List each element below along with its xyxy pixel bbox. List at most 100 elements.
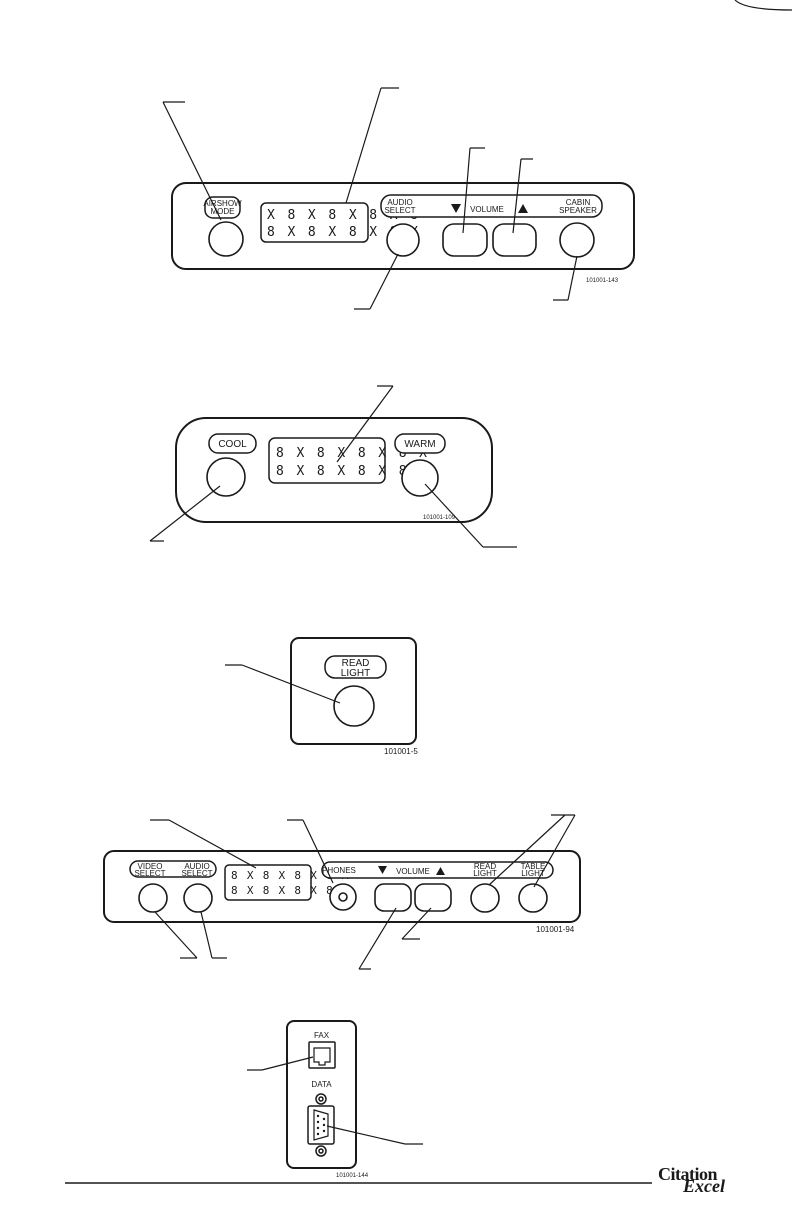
fax-data-panel: FAX DATA 101001-144 xyxy=(247,1020,423,1179)
cabin-speaker-label-line2: SPEAKER xyxy=(559,206,597,215)
seat-control-panel: VIDEO SELECT AUDIO SELECT 8 X 8 X 8 X 8 … xyxy=(103,814,581,970)
callout-temperature-display xyxy=(336,385,394,463)
seat-read-light-label-line2: LIGHT xyxy=(473,869,497,878)
data-pin xyxy=(316,1120,320,1124)
logo-citation: Citation xyxy=(658,1164,717,1184)
callout-select-buttons xyxy=(154,911,227,959)
airshow-display-row2: 8 X 8 X 8 X 8 X xyxy=(267,225,420,240)
read-light-button[interactable] xyxy=(333,685,375,727)
data-pin xyxy=(322,1129,326,1133)
audio-select-label-line2: SELECT xyxy=(384,206,415,215)
airshow-display-window xyxy=(260,202,369,243)
temperature-display-window xyxy=(268,437,386,484)
audio-select-label-line1: AUDIO xyxy=(387,198,412,207)
read-light-pill xyxy=(324,655,387,679)
seat-audio-select-label-line2: SELECT xyxy=(181,869,212,878)
seat-label-bar xyxy=(321,861,554,879)
callout-cool-button xyxy=(149,485,221,542)
volume-up-arrow-icon xyxy=(518,204,528,213)
video-select-label-line1: VIDEO xyxy=(138,862,163,871)
seat-volume-up-arrow-icon xyxy=(436,867,445,875)
callout-airshow-mode xyxy=(162,101,222,221)
warm-label: WARM xyxy=(404,439,435,450)
cool-button[interactable] xyxy=(206,457,246,497)
read-light-label-line1: READ xyxy=(342,658,370,669)
video-select-label-line2: SELECT xyxy=(134,869,165,878)
seat-read-light-button[interactable] xyxy=(470,883,500,913)
airshow-audio-panel: AIRSHOW MODE X 8 X 8 X 8 X 8 8 X 8 X 8 X… xyxy=(162,87,635,310)
fax-jack-frame xyxy=(308,1041,336,1069)
volume-down-button[interactable] xyxy=(442,223,488,257)
fax-data-part-number: 101001-144 xyxy=(336,1173,369,1179)
fax-jack-icon[interactable] xyxy=(313,1047,331,1066)
video-select-button[interactable] xyxy=(138,883,168,913)
page-corner-line xyxy=(734,0,792,11)
warm-button[interactable] xyxy=(401,459,439,497)
airshow-volume-label: VOLUME xyxy=(470,205,504,214)
table-light-label-line2: LIGHT xyxy=(521,869,545,878)
callout-cabin-speaker xyxy=(553,255,578,301)
data-port-icon[interactable] xyxy=(313,1109,329,1141)
seat-display-row2: 8 X 8 X 8 X 8 X xyxy=(231,884,350,897)
phones-label: PHONES xyxy=(322,866,356,875)
cabin-speaker-button[interactable] xyxy=(559,222,595,258)
audio-select-button[interactable] xyxy=(386,223,420,257)
callout-seat-volume-up xyxy=(401,907,432,940)
cool-label: COOL xyxy=(218,439,247,450)
seat-audio-select-button[interactable] xyxy=(183,883,213,913)
data-pin xyxy=(322,1123,326,1127)
callout-volume-up xyxy=(512,158,533,234)
temperature-display-row2: 8 X 8 X 8 X 8 X xyxy=(276,464,429,479)
data-pin xyxy=(316,1114,320,1118)
phones-jack-hole xyxy=(338,892,348,902)
callout-lights xyxy=(488,814,576,888)
warm-pill xyxy=(394,433,446,454)
airshow-mode-label-line1: AIRSHOW xyxy=(203,199,242,208)
seat-volume-down-arrow-icon xyxy=(378,866,387,874)
data-pin xyxy=(316,1132,320,1136)
read-light-label-line2: LIGHT xyxy=(341,668,370,679)
logo-excel: Excel xyxy=(682,1176,725,1196)
data-screw-top-inner xyxy=(318,1096,324,1102)
airshow-mode-button[interactable] xyxy=(208,221,244,257)
seat-part-number: 101001-94 xyxy=(536,925,575,934)
seat-volume-up-button[interactable] xyxy=(414,883,452,912)
airshow-display-row1: X 8 X 8 X 8 X 8 xyxy=(267,208,420,223)
callout-fax-jack xyxy=(247,1056,314,1071)
seat-display-row1: 8 X 8 X 8 X 8 X xyxy=(231,869,350,882)
volume-up-button[interactable] xyxy=(492,223,537,257)
callout-phones-jack xyxy=(287,819,334,884)
data-pin xyxy=(316,1126,320,1130)
callout-seat-volume-down xyxy=(358,907,397,970)
data-pin xyxy=(322,1117,326,1121)
data-label: DATA xyxy=(311,1080,332,1089)
temperature-display-row1: 8 X 8 X 8 X 8 X xyxy=(276,446,429,461)
table-light-button[interactable] xyxy=(518,883,548,913)
seat-display-window xyxy=(224,864,312,901)
fax-label: FAX xyxy=(314,1031,330,1040)
callout-seat-display xyxy=(150,819,257,869)
table-light-label-line1: TABLE xyxy=(521,862,546,871)
citation-excel-logo: Citation Excel xyxy=(658,1164,725,1196)
data-screw-bottom-inner xyxy=(318,1148,324,1154)
callout-read-light xyxy=(225,664,341,704)
temperature-part-number: 101001-109 xyxy=(423,515,456,521)
select-label-bar xyxy=(129,860,217,878)
airshow-mode-pill xyxy=(204,196,241,219)
airshow-mode-label-line2: MODE xyxy=(211,207,235,216)
callout-volume-down xyxy=(462,147,485,234)
callout-warm-button xyxy=(424,483,517,548)
cabin-speaker-label-line1: CABIN xyxy=(566,198,591,207)
seat-volume-label: VOLUME xyxy=(396,867,430,876)
volume-down-arrow-icon xyxy=(451,204,461,213)
read-light-panel: READ LIGHT 101001-5 xyxy=(225,637,418,756)
cool-pill xyxy=(208,433,257,454)
seat-volume-down-button[interactable] xyxy=(374,883,412,912)
read-light-part-number: 101001-5 xyxy=(384,747,418,756)
temperature-panel: COOL 8 X 8 X 8 X 8 X 8 X 8 X 8 X 8 X WAR… xyxy=(149,385,517,548)
seat-read-light-label-line1: READ xyxy=(474,862,496,871)
callout-data-port xyxy=(326,1125,423,1145)
callout-airshow-display xyxy=(345,87,399,204)
airshow-part-number: 101001-143 xyxy=(586,278,619,284)
